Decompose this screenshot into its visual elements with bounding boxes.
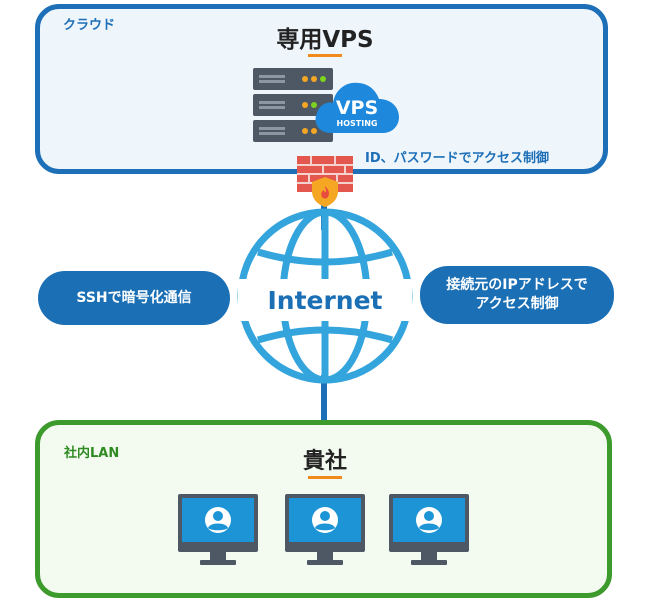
ip-pill-line1: 接続元のIPアドレスで [446,277,588,294]
connection-line-bottom [321,375,327,422]
company-title-underline [308,476,342,479]
server-rack-icon [253,68,333,142]
cloud-label: クラウド [63,18,116,33]
monitor-user-icon [285,494,365,565]
monitor-user-icon [178,494,258,565]
shield-icon [312,177,338,207]
vps-cloud-icon: VPS HOSTING [315,82,399,133]
internet-label: Internet [238,279,412,321]
monitor-user-icon [389,494,469,565]
vps-title-underline [308,54,342,57]
ssh-encryption-pill: SSHで暗号化通信 [38,271,230,325]
hosting-badge-text: HOSTING [337,119,378,128]
id-password-note: ID、パスワードでアクセス制御 [365,151,549,166]
ip-access-control-pill: 接続元のIPアドレスで アクセス制御 [420,266,614,324]
ip-pill-line2: アクセス制御 [475,296,559,312]
vps-title: 専用VPS [276,27,374,53]
company-title: 貴社 [302,449,347,474]
vps-badge-text: VPS [336,97,378,119]
lan-label: 社内LAN [64,446,120,461]
